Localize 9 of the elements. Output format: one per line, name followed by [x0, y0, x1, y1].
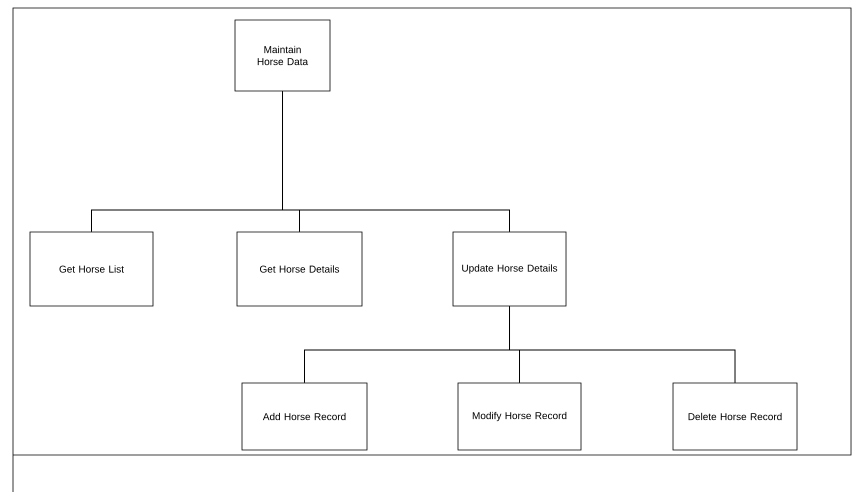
- process-box: Update Horse Details: [452, 232, 566, 306]
- process-box: Get Horse List: [30, 232, 154, 306]
- connector-line: [282, 90, 510, 232]
- connector-line: [509, 306, 736, 384]
- process-box: Add Horse Record: [242, 382, 368, 450]
- process-box: Maintain Horse Data: [234, 20, 330, 92]
- process-box: Modify Horse Record: [458, 382, 582, 450]
- process-box: Get Horse Details: [236, 232, 362, 306]
- process-box: Delete Horse Record: [672, 382, 798, 450]
